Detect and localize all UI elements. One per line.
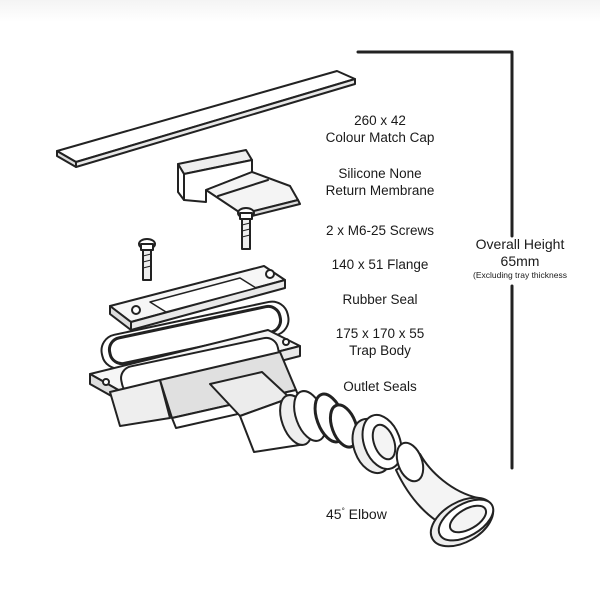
outlet-seals: [313, 392, 360, 449]
overall-height-title: Overall Height: [475, 236, 565, 252]
seal-label: Rubber Seal: [342, 292, 418, 307]
screw-left: [138, 238, 156, 281]
outlet-seals-label: Outlet Seals: [343, 379, 417, 394]
connector-nut: [351, 413, 403, 475]
membrane-label: Silicone None Return Membrane: [325, 166, 435, 198]
cap-label: 260 x 42 Colour Match Cap: [325, 113, 435, 145]
overall-height-label: Overall Height 65mm (Excluding tray thic…: [452, 236, 588, 281]
overall-height-note: (Excluding tray thickness: [472, 270, 567, 280]
elbow-45: [395, 441, 495, 548]
top-strip: [0, 0, 600, 22]
elbow-label: 45° Elbow: [326, 506, 387, 522]
screws-label: 2 x M6-25 Screws: [325, 223, 435, 238]
overall-height-value: 65mm: [500, 253, 540, 269]
trap-body: [89, 329, 301, 429]
silicone-membrane: [177, 149, 301, 219]
trap-label: 175 x 170 x 55 Trap Body: [335, 326, 425, 358]
flange-label: 140 x 51 Flange: [331, 257, 429, 272]
flange: [109, 265, 286, 331]
screw-right: [237, 207, 255, 250]
colour-match-cap: [56, 70, 356, 168]
outlet-pipe: [209, 371, 327, 453]
height-bracket: [356, 50, 514, 470]
